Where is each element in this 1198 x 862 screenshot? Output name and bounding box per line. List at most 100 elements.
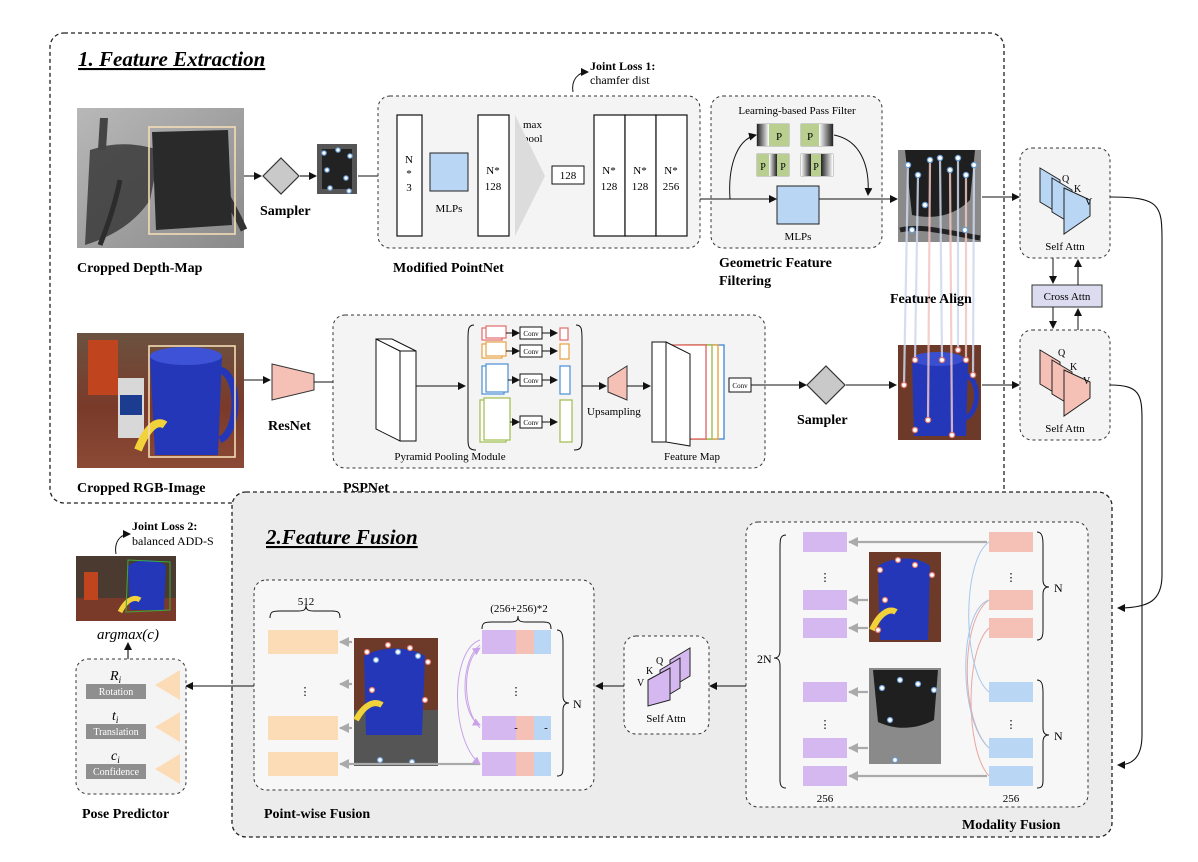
pointwise-purple-links bbox=[457, 639, 481, 765]
pose-result-image bbox=[76, 556, 176, 621]
sampled-depth-thumbnail bbox=[317, 144, 357, 194]
svg-text:Q: Q bbox=[1058, 348, 1066, 359]
feature-extraction-panel bbox=[49, 32, 1005, 504]
svg-text:⋮: ⋮ bbox=[820, 719, 831, 731]
pointwise-concat-column bbox=[482, 630, 551, 776]
svg-text:Self Attn: Self Attn bbox=[1045, 241, 1085, 253]
svg-text:P: P bbox=[760, 162, 766, 173]
svg-text:⋮: ⋮ bbox=[511, 686, 522, 698]
rgb-image-caption: Cropped RGB-Image bbox=[77, 481, 205, 496]
rgb-self-attn-qkv bbox=[1039, 349, 1091, 417]
pass-filter-panel bbox=[710, 95, 883, 249]
svg-text:P: P bbox=[780, 162, 786, 173]
svg-text:256: 256 bbox=[1003, 793, 1020, 805]
translation-head bbox=[86, 724, 146, 739]
ppm-caption: Pyramid Pooling Module bbox=[394, 451, 505, 463]
svg-text:(256+256)*2: (256+256)*2 bbox=[490, 603, 548, 615]
depth-self-attn-qkv bbox=[1039, 167, 1091, 235]
feature-map-stack bbox=[651, 341, 725, 447]
depth-sampler-label: Sampler bbox=[260, 204, 311, 219]
modality-grey-arrows bbox=[848, 537, 987, 781]
feature-align-lines bbox=[902, 157, 976, 436]
feature-align-caption: Feature Align bbox=[890, 292, 972, 307]
svg-text:ti: ti bbox=[112, 709, 119, 725]
svg-text:-: - bbox=[514, 722, 518, 734]
confidence-head bbox=[86, 764, 146, 779]
svg-text:⋮: ⋮ bbox=[1006, 572, 1017, 584]
svg-text:512: 512 bbox=[298, 596, 315, 608]
svg-text:Q: Q bbox=[1062, 174, 1070, 185]
resnet-feature-block bbox=[375, 338, 417, 442]
pointwise-rgb-thumbnail bbox=[353, 638, 438, 766]
cross-attn-block bbox=[1031, 284, 1103, 308]
concat-feature-stack bbox=[593, 114, 688, 237]
feature-fusion-title: 2.Feature Fusion bbox=[265, 525, 418, 549]
svg-text:N: N bbox=[1054, 729, 1063, 743]
svg-text:3: 3 bbox=[406, 182, 412, 194]
rotation-head bbox=[86, 684, 146, 699]
modality-cross-links bbox=[965, 541, 990, 777]
rgb-sampler-label: Sampler bbox=[797, 413, 848, 428]
joint-loss-1-sub: chamfer dist bbox=[590, 73, 650, 87]
svg-text:Q: Q bbox=[656, 656, 664, 667]
pointwise-orange-column bbox=[268, 630, 338, 776]
svg-text:ci: ci bbox=[111, 749, 120, 765]
svg-text:*: * bbox=[406, 168, 412, 180]
argmax-label: argmax(c) bbox=[97, 627, 159, 643]
upsampling-label: Upsampling bbox=[587, 406, 641, 418]
svg-text:P: P bbox=[807, 131, 813, 143]
svg-text:256: 256 bbox=[663, 181, 680, 193]
max-pool-triangle bbox=[515, 115, 545, 236]
svg-text:Ri: Ri bbox=[109, 669, 122, 685]
joint-loss-2-title: Joint Loss 2: bbox=[132, 519, 197, 533]
pointwise-grey-arrows bbox=[339, 637, 480, 769]
cropped-depth-map-image bbox=[77, 108, 248, 248]
svg-text:V: V bbox=[637, 678, 645, 689]
svg-text:2N: 2N bbox=[757, 652, 772, 666]
svg-text:K: K bbox=[646, 666, 654, 677]
gff-caption-line2: Filtering bbox=[719, 274, 771, 289]
svg-text:N*: N* bbox=[602, 165, 615, 177]
svg-text:V: V bbox=[1083, 376, 1091, 387]
pass-filter-icons: P P P P P bbox=[756, 123, 834, 177]
pointwise-fusion-caption: Point-wise Fusion bbox=[264, 807, 370, 822]
svg-text:Conv: Conv bbox=[523, 377, 539, 385]
svg-text:N*: N* bbox=[633, 165, 646, 177]
svg-text:Translation: Translation bbox=[93, 727, 138, 738]
pose-predictor-caption: Pose Predictor bbox=[82, 807, 169, 822]
svg-text:V: V bbox=[1085, 197, 1093, 208]
svg-text:128: 128 bbox=[632, 181, 649, 193]
joint-loss-1-title: Joint Loss 1: bbox=[590, 59, 655, 73]
joint-loss-2-sub: balanced ADD-S bbox=[132, 534, 214, 548]
svg-text:128: 128 bbox=[560, 170, 577, 182]
svg-text:MLPs: MLPs bbox=[785, 231, 812, 243]
svg-text:N: N bbox=[1054, 581, 1063, 595]
modality-fusion-caption: Modality Fusion bbox=[962, 818, 1061, 833]
svg-text:P: P bbox=[813, 162, 819, 173]
svg-text:max: max bbox=[523, 119, 542, 131]
svg-text:⋮: ⋮ bbox=[820, 572, 831, 584]
svg-text:Rotation: Rotation bbox=[99, 687, 133, 698]
svg-text:Conv: Conv bbox=[523, 330, 539, 338]
pose-heads bbox=[155, 670, 180, 784]
depth-sampler-diamond bbox=[262, 157, 300, 195]
svg-text:⋮: ⋮ bbox=[1006, 719, 1017, 731]
svg-text:Self Attn: Self Attn bbox=[1045, 423, 1085, 435]
modality-rgb-thumbnail bbox=[869, 552, 941, 642]
svg-text:Conv: Conv bbox=[732, 382, 748, 390]
svg-text:MLPs: MLPs bbox=[436, 203, 463, 215]
cropped-rgb-image bbox=[77, 333, 244, 468]
pointnet-mlps-block bbox=[429, 152, 469, 192]
filter-mlps-block bbox=[776, 185, 820, 225]
svg-text:128: 128 bbox=[485, 181, 502, 193]
modality-depth-thumbnail bbox=[869, 668, 941, 764]
gff-caption-line1: Geometric Feature bbox=[719, 256, 832, 271]
cross-attn-label: Cross Attn bbox=[1044, 291, 1091, 303]
svg-text:Self Attn: Self Attn bbox=[646, 713, 686, 725]
rgb-sampler-diamond bbox=[806, 365, 846, 405]
svg-text:Conv: Conv bbox=[523, 419, 539, 427]
svg-text:N*: N* bbox=[486, 165, 499, 177]
svg-text:128: 128 bbox=[601, 181, 618, 193]
svg-text:K: K bbox=[1070, 362, 1078, 373]
